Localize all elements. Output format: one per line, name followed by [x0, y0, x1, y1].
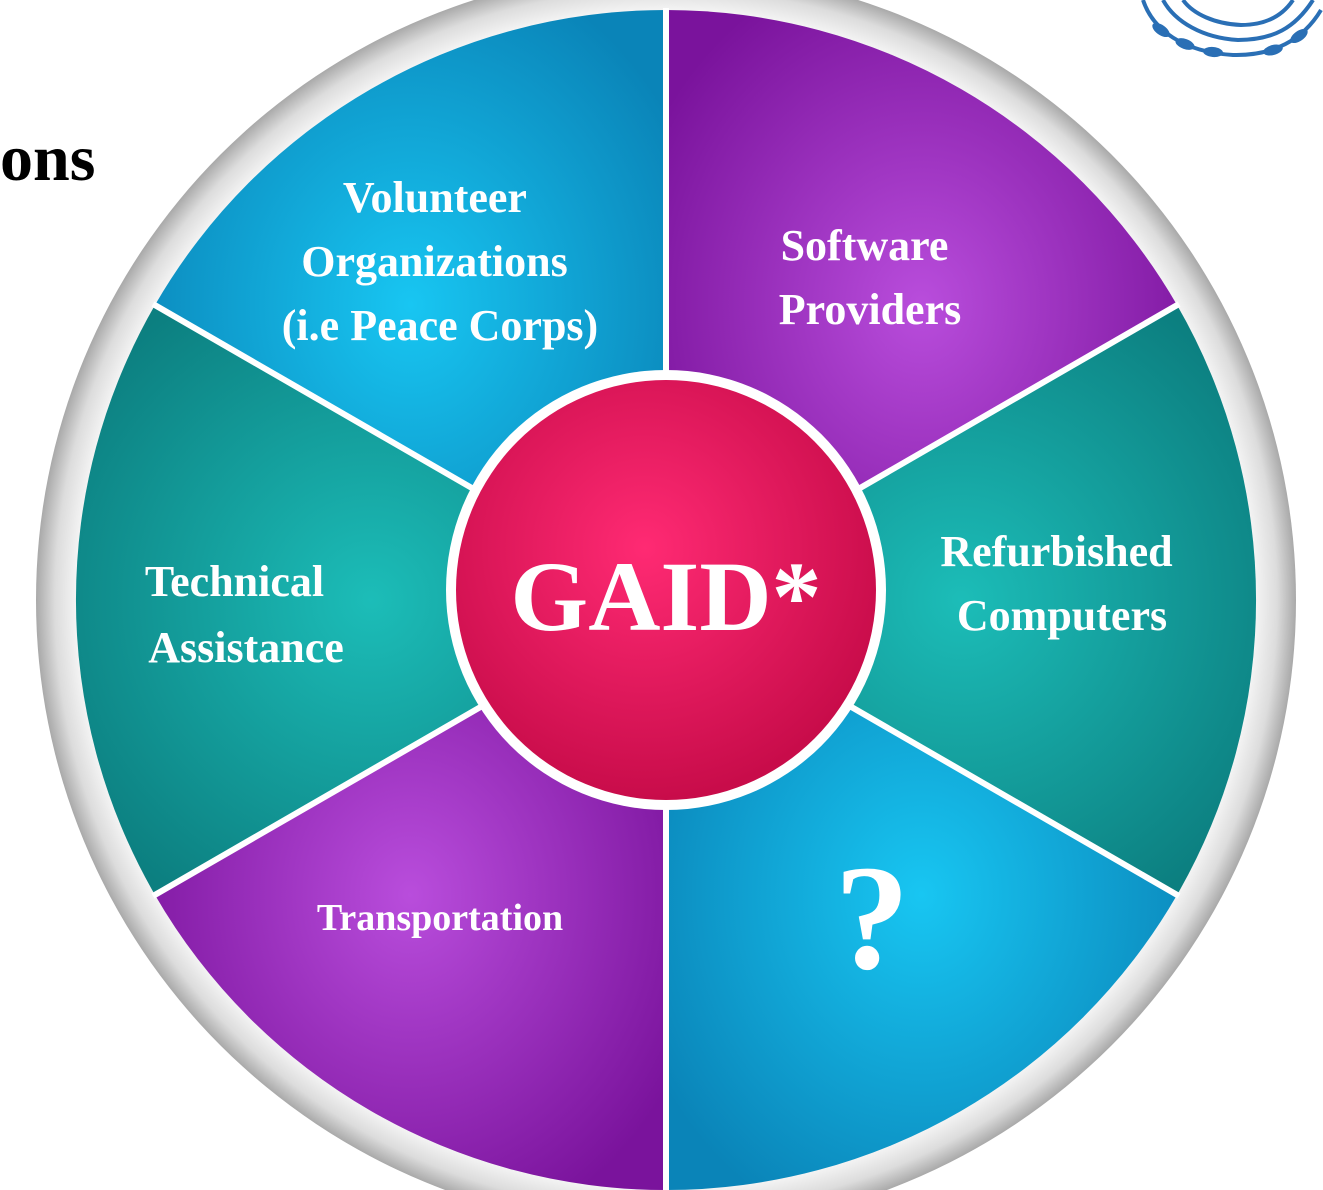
segment-technical — [75, 305, 667, 895]
segment-label-software: Software Providers — [779, 221, 962, 334]
segment-label-transportation: Transportation — [317, 897, 563, 939]
segment-label-refurbished: Refurbished Computers — [940, 527, 1183, 640]
slide-title-fragment: ons — [0, 122, 96, 195]
segment-label-technical: Technical Assistance — [145, 557, 344, 672]
segment-refurbished — [666, 305, 1257, 895]
segment-label-unknown: ? — [835, 835, 910, 1001]
hub-circle — [456, 380, 876, 800]
segment-label-volunteer: Volunteer Organizations (i.e Peace Corps… — [282, 173, 598, 350]
hub-label: GAID* — [510, 541, 821, 652]
un-laurel-logo-icon — [1141, 0, 1323, 58]
